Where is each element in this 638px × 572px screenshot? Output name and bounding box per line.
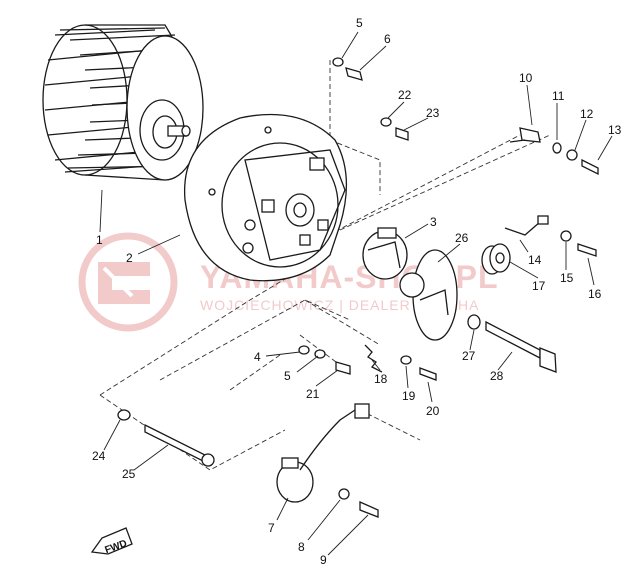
label-part-9: 9: [320, 553, 327, 567]
bracket: [509, 127, 541, 143]
part-labels: 1 2 3 4 5 5 6 7 8 9 10 11 12 13 14 15 16…: [92, 16, 622, 567]
label-part-2: 2: [126, 251, 133, 265]
label-part-11: 11: [552, 89, 565, 103]
label-part-20: 20: [426, 404, 440, 418]
label-part-13: 13: [608, 123, 622, 137]
label-part-14: 14: [528, 253, 542, 267]
label-part-19: 19: [402, 389, 416, 403]
label-part-1: 1: [96, 233, 103, 247]
fwd-arrow-icon: [90, 527, 133, 555]
label-part-4: 4: [254, 350, 261, 364]
label-part-7: 7: [268, 521, 275, 535]
label-part-18: 18: [374, 372, 388, 386]
label-part-22: 22: [398, 88, 412, 102]
watermark-subtext: WOJCIECHOWICZ | DEALER YAMAHA: [200, 297, 479, 313]
spring: [364, 344, 383, 373]
label-part-16: 16: [588, 287, 602, 301]
condenser: [276, 403, 370, 503]
label-part-28: 28: [490, 369, 504, 383]
label-part-26: 26: [455, 231, 469, 245]
cam: [481, 243, 511, 275]
fwd-arrow: FWD: [90, 527, 133, 556]
label-part-10: 10: [519, 71, 533, 85]
label-part-23: 23: [426, 106, 440, 120]
label-part-12: 12: [580, 107, 594, 121]
stator-housing: [183, 113, 348, 282]
label-part-5-top: 5: [356, 16, 363, 30]
label-part-15: 15: [560, 271, 574, 285]
rotor: [42, 24, 204, 181]
label-part-27: 27: [462, 349, 476, 363]
assembly-dashed-lines: [99, 60, 551, 471]
label-part-24: 24: [92, 449, 106, 463]
lead-wire: [504, 215, 549, 236]
label-part-21: 21: [306, 387, 320, 401]
fasteners: [117, 57, 599, 518]
label-part-25: 25: [122, 467, 136, 481]
leader-lines: [99, 31, 613, 556]
label-part-17: 17: [532, 279, 546, 293]
label-part-3: 3: [430, 215, 437, 229]
label-part-8: 8: [298, 540, 305, 554]
label-part-5-middle: 5: [284, 369, 291, 383]
breaker-assembly: [362, 227, 408, 280]
label-part-6: 6: [384, 32, 391, 46]
advance-plate: [399, 249, 458, 341]
watermark-logo-icon: [78, 232, 178, 332]
